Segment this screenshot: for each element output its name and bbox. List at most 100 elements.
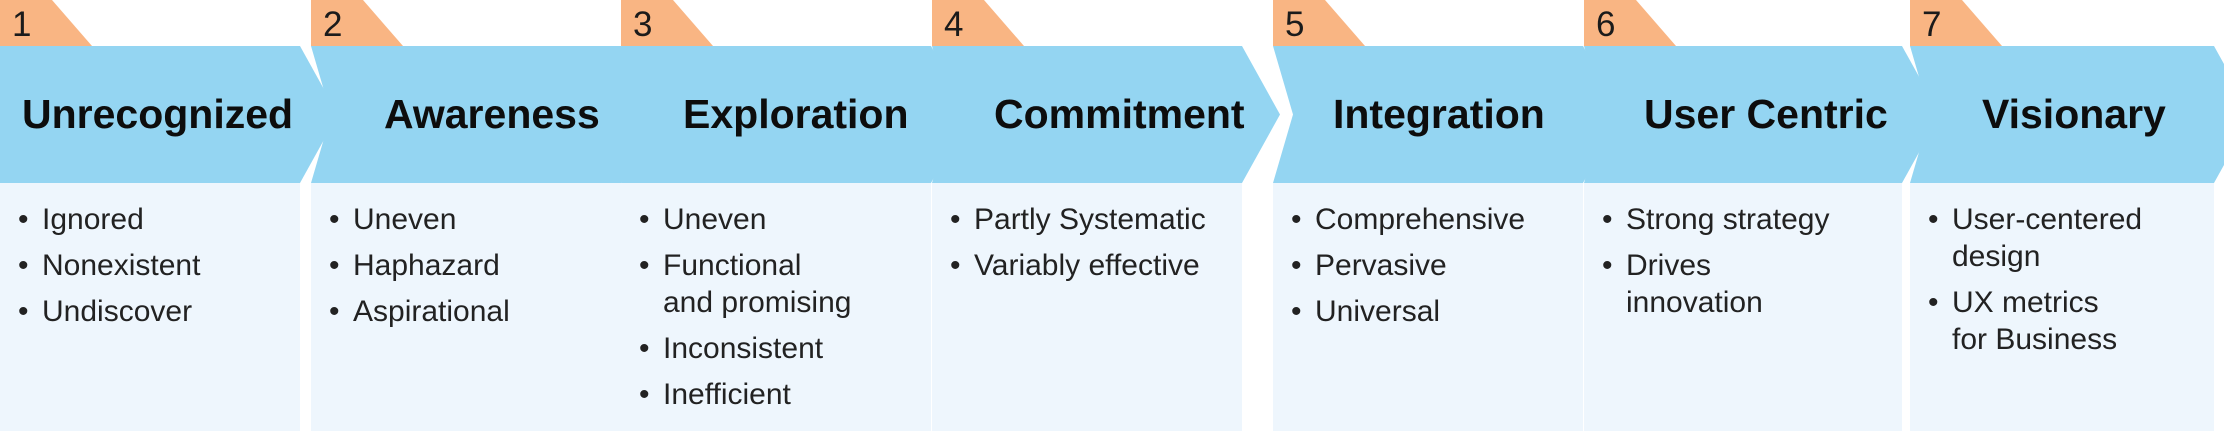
stage-panel: • Strong strategy •Drives innovation [1584, 183, 1902, 431]
stage-bullet-list: •Comprehensive•Pervasive•Universal [1273, 183, 1583, 330]
bullet-dot-icon: • [329, 249, 340, 282]
tab-shape [0, 0, 92, 46]
bullet-dot-icon: • [639, 378, 650, 411]
stage-bullet-list: •Uneven•Functional and promising•Inconsi… [621, 183, 931, 413]
bullet-text: Variably effective [974, 249, 1200, 282]
stage-number-tab: 6 [1584, 0, 1676, 46]
chevron-shape [932, 46, 1280, 183]
stage-panel: •Ignored•Nonexistent•Undiscover [0, 183, 300, 431]
tab-shape [311, 0, 403, 46]
stage-number: 7 [1922, 5, 1942, 44]
bullet-dot-icon: • [639, 203, 650, 236]
stage-panel: • Partly Systematic • Variably effective [932, 183, 1242, 431]
stage-title: Commitment [994, 91, 1245, 137]
tab-shape [1910, 0, 2002, 46]
tab-shape [1273, 0, 1365, 46]
bullet-text: Inconsistent [663, 332, 824, 365]
bullet-item: • Universal [1291, 293, 1583, 330]
stage-2: • Uneven • Haphazard • Aspirational Awareness 2 [311, 0, 661, 431]
bullet-item: •UX metrics for Business [1928, 284, 2214, 358]
bullet-dot-icon: • [1602, 249, 1613, 282]
bullet-dot-icon: • [950, 249, 961, 282]
bullet-item: • Inconsistent [639, 330, 931, 367]
bullet-dot-icon: • [1291, 295, 1302, 328]
bullet-text: Uneven [663, 203, 767, 236]
bullet-dot-icon: • [639, 332, 650, 365]
stage-chevron [621, 46, 969, 183]
bullet-item: • Uneven [639, 201, 931, 238]
bullet-text: Ignored [42, 203, 144, 236]
stage-number: 4 [944, 5, 964, 44]
stage-number-tab: 2 [311, 0, 403, 46]
bullet-item: • Comprehensive [1291, 201, 1583, 238]
bullet-dot-icon: • [1928, 286, 1939, 319]
bullet-text: Strong strategy [1626, 203, 1830, 236]
bullet-dot-icon: • [1291, 203, 1302, 236]
stage-chevron [0, 46, 345, 183]
stage-7: • User-centered design •UX metrics for Bus… [1910, 0, 2224, 431]
bullet-text: Universal [1315, 295, 1441, 328]
bullet-dot-icon: • [329, 295, 340, 328]
stage-3: •Uneven•Functional and promising•Inconsi… [621, 0, 971, 431]
stage-title: Unrecognized [22, 91, 294, 137]
tab-shape [1584, 0, 1676, 46]
bullet-item: •Drives innovation [1602, 247, 1902, 321]
stage-bullet-list: • Partly Systematic • Variably effective [932, 183, 1242, 284]
stage-chevron [1910, 46, 2224, 183]
stage-panel: •Uneven•Functional and promising•Inconsi… [621, 183, 931, 431]
stage-6: • Strong strategy •Drives innovation User C… [1584, 0, 1942, 431]
bullet-dot-icon: • [639, 249, 650, 282]
stage-chevron [1273, 46, 1621, 183]
chevron-shape [1584, 46, 1940, 183]
bullet-item: • Variably effective [950, 247, 1242, 284]
stage-panel: • Uneven • Haphazard • Aspirational [311, 183, 621, 431]
bullet-text: User-centered design [1952, 203, 2143, 273]
bullet-text: Comprehensive [1315, 203, 1526, 236]
stage-number-tab: 3 [621, 0, 713, 46]
stage-number: 3 [633, 5, 653, 44]
stage-title: Visionary [1982, 91, 2166, 137]
bullet-item: •Functional and promising [639, 247, 931, 321]
bullet-item: •Pervasive [1291, 247, 1583, 284]
stage-number-tab: 1 [0, 0, 92, 46]
bullet-item: • Strong strategy [1602, 201, 1902, 238]
bullet-dot-icon: • [1928, 203, 1939, 236]
bullet-dot-icon: • [1602, 203, 1613, 236]
chevron-shape [311, 46, 659, 183]
chevron-shape [621, 46, 969, 183]
stage-chevron [311, 46, 659, 183]
bullet-dot-icon: • [329, 203, 340, 236]
bullet-dot-icon: • [18, 249, 29, 282]
stage-number-tab: 7 [1910, 0, 2002, 46]
bullet-text: Inefficient [663, 378, 791, 411]
bullet-item: • Aspirational [329, 293, 621, 330]
chevron-shape [1273, 46, 1621, 183]
stage-4: • Partly Systematic • Variably effective Com… [932, 0, 1282, 431]
stage-title: Awareness [384, 91, 600, 137]
bullet-dot-icon: • [18, 295, 29, 328]
bullet-dot-icon: • [950, 203, 961, 236]
bullet-dot-icon: • [1291, 249, 1302, 282]
bullet-item: • Nonexistent [18, 247, 300, 284]
bullet-text: Partly Systematic [974, 203, 1206, 236]
tab-shape [932, 0, 1024, 46]
bullet-text: Aspirational [353, 295, 510, 328]
bullet-item: • Inefficient [639, 376, 931, 413]
bullet-item: • Uneven [329, 201, 621, 238]
stage-number: 2 [323, 5, 343, 44]
bullet-text: Uneven [353, 203, 457, 236]
bullet-text: Nonexistent [42, 249, 201, 282]
stage-bullet-list: • Uneven • Haphazard • Aspirational [311, 183, 621, 330]
stage-number: 1 [12, 5, 32, 44]
bullet-text: Haphazard [353, 249, 500, 282]
bullet-item: • User-centered design [1928, 201, 2214, 275]
stage-bullet-list: • User-centered design •UX metrics for Bus… [1910, 183, 2214, 358]
bullet-item: • Partly Systematic [950, 201, 1242, 238]
tab-shape [621, 0, 713, 46]
stage-number-tab: 5 [1273, 0, 1365, 46]
bullet-dot-icon: • [18, 203, 29, 236]
stage-bullet-list: • Strong strategy •Drives innovation [1584, 183, 1902, 321]
stage-title: User Centric [1644, 91, 1888, 137]
